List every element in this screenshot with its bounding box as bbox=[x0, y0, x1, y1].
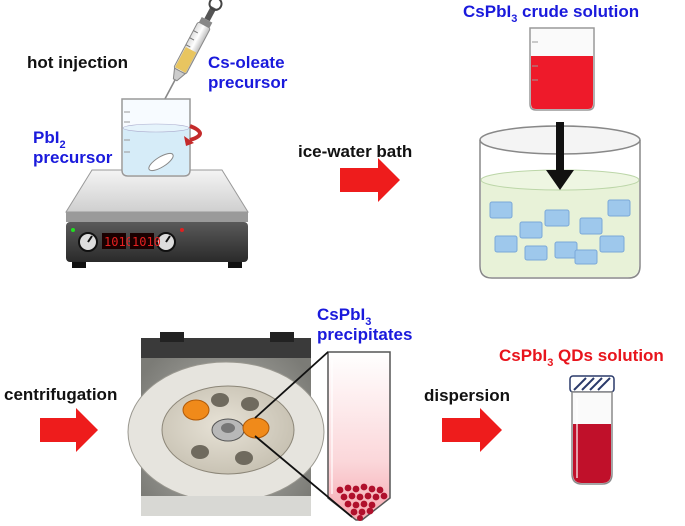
crude-beaker-icon bbox=[529, 27, 595, 111]
ice-water-bath-label: ice-water bath bbox=[298, 142, 412, 161]
pbi2-label-line2: precursor bbox=[33, 148, 113, 167]
zoom-line-top bbox=[254, 351, 329, 419]
arrow-to-ice-bath bbox=[340, 158, 400, 202]
precipitates-dots bbox=[336, 483, 388, 521]
cs-oleate-label-line2: precursor bbox=[208, 73, 288, 92]
hotplate-display-2: 1010 bbox=[132, 235, 161, 249]
centrifugation-label: centrifugation bbox=[4, 385, 117, 404]
hotplate-display-1: 1010 bbox=[104, 235, 133, 249]
pbi2-label-line1: PbI2 bbox=[33, 128, 66, 151]
ice-cubes bbox=[489, 199, 631, 265]
vial-icon bbox=[569, 375, 615, 485]
stir-arrow-icon bbox=[189, 124, 202, 142]
arrow-to-vial bbox=[442, 408, 502, 452]
crude-solution-label: CsPbI3 crude solution bbox=[463, 2, 639, 25]
syringe-icon bbox=[159, 0, 223, 109]
zoom-line-bottom bbox=[254, 435, 353, 518]
beaker-icon bbox=[121, 98, 191, 177]
qds-solution-label: CsPbI3 QDs solution bbox=[499, 346, 664, 369]
down-arrow-icon bbox=[546, 122, 574, 190]
arrow-to-centrifuge bbox=[40, 408, 98, 452]
hot-injection-label: hot injection bbox=[27, 53, 128, 72]
precipitates-label-line1: CsPbI3 bbox=[317, 305, 371, 328]
cs-oleate-label-line1: Cs-oleate bbox=[208, 53, 285, 72]
hotplate-icon: 1010 1010 bbox=[65, 169, 249, 268]
precipitates-label-line2: precipitates bbox=[317, 325, 412, 344]
stir-arrow-head bbox=[184, 136, 194, 146]
dispersion-label: dispersion bbox=[424, 386, 510, 405]
centrifuge-icon bbox=[127, 332, 325, 516]
